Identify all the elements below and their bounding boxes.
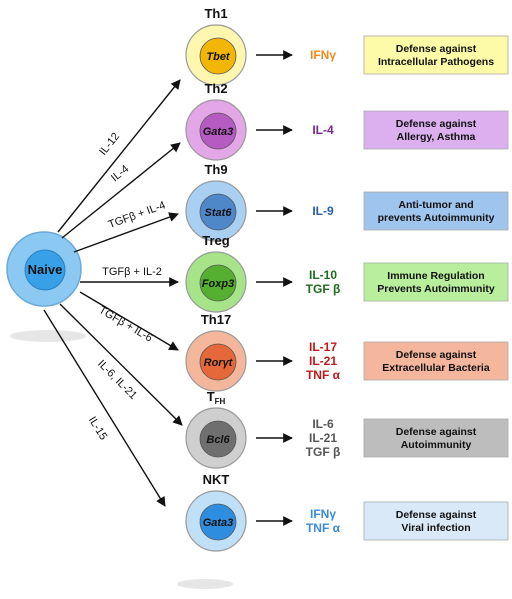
transcription-factor: Stat6 (205, 207, 233, 219)
function-box (363, 191, 509, 231)
function-box (363, 35, 509, 75)
function-box (363, 418, 509, 458)
cytokine: IFNγ (310, 507, 336, 521)
signal-label: IL-4 (109, 163, 131, 184)
transcription-factor: Tbet (206, 51, 231, 63)
cell-name: Th1 (204, 6, 227, 21)
naive-shadow (10, 330, 86, 342)
transcription-factor: Rorγt (204, 357, 234, 369)
signal-label: IL-12 (97, 131, 122, 158)
cytokine: TGF β (306, 282, 341, 296)
cell-nucleus (199, 503, 237, 541)
bottom-shadow (177, 579, 233, 589)
arrow-il15 (43, 309, 166, 507)
arrow-il12 (57, 79, 181, 233)
function-text: Defense against (396, 349, 477, 361)
cytokine: TGF β (306, 445, 341, 459)
cell-nucleus (199, 264, 237, 302)
cell-nucleus (199, 343, 237, 381)
function-text: Anti-tumor and (398, 199, 473, 211)
cytokine: IFNγ (310, 48, 336, 62)
function-text: Defense against (396, 118, 477, 130)
function-text: prevents Autoimmunity (378, 212, 495, 224)
arrow-tgfb-il6 (79, 291, 179, 351)
function-text: Defense against (396, 426, 477, 438)
signal-label: TGFβ + IL-4 (107, 199, 167, 231)
arrow-il4 (61, 142, 181, 239)
cytokine: IL-10 (309, 268, 337, 282)
function-text: Prevents Autoimmunity (377, 283, 495, 295)
function-text: Defense against (396, 509, 477, 521)
arrow-tgfb-il4 (73, 212, 179, 253)
function-text: Defense against (396, 43, 477, 55)
cell-name-subscript: FH (215, 397, 226, 406)
signal-label: IL-6, IL-21 (95, 358, 139, 402)
cytokine: IL-6 (312, 417, 334, 431)
signal-arrows (43, 79, 183, 507)
function-box (363, 501, 509, 541)
cell-nucleus (199, 112, 237, 150)
transcription-factor: Foxp3 (202, 278, 234, 290)
cytokine: IL-9 (312, 204, 334, 218)
signal-label: IL-15 (86, 415, 109, 443)
signal-labels: IL-12 IL-4 TGFβ + IL-4 TGFβ + IL-2 TGFβ … (86, 131, 167, 443)
cell-name: Th9 (204, 162, 227, 177)
cytokine: TNF α (306, 521, 341, 535)
transcription-factor: Bcl6 (206, 434, 230, 446)
function-text: Viral infection (401, 522, 470, 534)
function-box (363, 262, 509, 302)
cell-nucleus (199, 37, 237, 75)
function-text: Extracellular Bacteria (382, 362, 490, 374)
cytokine: IL-17 (309, 340, 337, 354)
function-text: Autoimmunity (401, 439, 472, 451)
function-text: Allergy, Asthma (397, 131, 476, 143)
signal-label: TGFβ + IL-6 (97, 304, 155, 344)
cell-name: Th2 (204, 81, 227, 96)
cytokine: TNF α (306, 368, 341, 382)
cell-name: Treg (202, 233, 230, 248)
cell-name: NKT (203, 472, 230, 487)
transcription-factor: Gata3 (203, 126, 234, 138)
cell-nucleus (199, 193, 237, 231)
function-box (363, 110, 509, 150)
naive-label: Naive (28, 262, 63, 277)
function-text: Intracellular Pathogens (378, 56, 494, 68)
cytokine: IL-21 (309, 354, 337, 368)
function-text: Immune Regulation (387, 270, 484, 282)
signal-label: TGFβ + IL-2 (102, 266, 162, 278)
transcription-factor: Gata3 (203, 517, 234, 529)
naive-cell: Naive (6, 231, 82, 307)
cytokine: IL-21 (309, 431, 337, 445)
function-box (363, 341, 509, 381)
cytokine: IL-4 (312, 123, 334, 137)
naive-cell-nucleus (24, 249, 66, 291)
cell-nucleus (199, 420, 237, 458)
cell-name: Th17 (201, 312, 231, 327)
arrow-il6-il21 (59, 303, 183, 426)
